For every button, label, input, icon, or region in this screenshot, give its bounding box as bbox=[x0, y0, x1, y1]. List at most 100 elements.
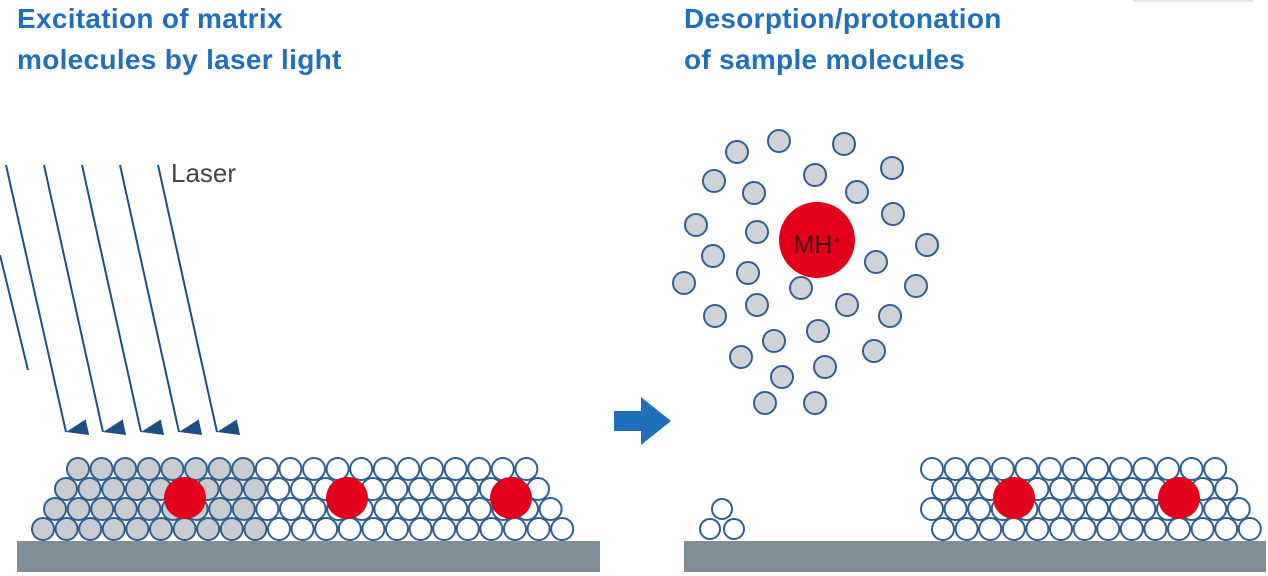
matrix-molecule bbox=[467, 497, 492, 521]
matrix-molecule bbox=[1167, 517, 1191, 541]
desorbed-matrix-molecule bbox=[729, 345, 753, 369]
excited-matrix-molecule bbox=[219, 517, 244, 541]
matrix-molecule bbox=[278, 457, 303, 481]
laser-beam bbox=[0, 254, 29, 371]
excited-matrix-molecule bbox=[101, 477, 126, 501]
matrix-molecule bbox=[1049, 477, 1073, 501]
matrix-molecule bbox=[1214, 477, 1239, 501]
matrix-molecule bbox=[538, 497, 563, 521]
left-title-line-1: Excitation of matrix bbox=[17, 3, 283, 34]
matrix-molecule bbox=[943, 497, 968, 521]
desorbed-matrix-molecule bbox=[745, 293, 769, 317]
desorbed-matrix-molecule bbox=[770, 365, 794, 389]
matrix-molecule bbox=[372, 457, 397, 481]
analyte-molecule bbox=[993, 477, 1035, 519]
protonated-analyte-ion bbox=[779, 202, 855, 278]
matrix-molecule bbox=[349, 457, 374, 481]
excited-matrix-molecule bbox=[89, 457, 114, 481]
matrix-molecule bbox=[1038, 497, 1062, 521]
matrix-molecule bbox=[1119, 517, 1144, 541]
matrix-molecule bbox=[443, 457, 468, 481]
matrix-molecule bbox=[325, 457, 350, 481]
excited-matrix-molecule bbox=[172, 517, 197, 541]
excited-matrix-molecule bbox=[125, 517, 150, 541]
excited-matrix-molecule bbox=[54, 477, 78, 501]
sample-plate-right bbox=[684, 541, 1266, 572]
excited-matrix-molecule bbox=[184, 457, 208, 481]
laser-beam bbox=[5, 164, 90, 435]
matrix-molecule bbox=[967, 497, 992, 521]
excited-matrix-molecule bbox=[208, 497, 233, 521]
matrix-molecule bbox=[1119, 477, 1144, 501]
matrix-molecule bbox=[920, 497, 944, 521]
excited-matrix-molecule bbox=[207, 457, 232, 481]
excited-matrix-molecule bbox=[77, 477, 102, 501]
matrix-molecule bbox=[1179, 457, 1204, 481]
desorbed-matrix-molecule bbox=[862, 339, 886, 363]
matrix-molecule bbox=[1108, 497, 1133, 521]
matrix-molecule bbox=[1156, 457, 1180, 481]
sample-plate-left bbox=[17, 541, 600, 572]
laser-beam bbox=[43, 164, 127, 436]
matrix-molecule bbox=[514, 457, 539, 481]
matrix-molecule bbox=[385, 517, 409, 541]
matrix-molecule bbox=[1096, 477, 1121, 501]
ion-label-text: MH bbox=[793, 231, 833, 259]
desorbed-matrix-molecule bbox=[789, 276, 813, 300]
matrix-molecule bbox=[397, 497, 421, 521]
matrix-molecule bbox=[1001, 517, 1026, 541]
right-panel-title: Desorption/protonation of sample molecul… bbox=[684, 0, 1002, 80]
matrix-molecule bbox=[279, 497, 303, 521]
excited-matrix-molecule bbox=[90, 497, 115, 521]
desorbed-matrix-molecule bbox=[803, 163, 827, 187]
desorbed-matrix-molecule bbox=[742, 181, 766, 205]
matrix-molecule bbox=[267, 517, 291, 541]
desorbed-matrix-molecule bbox=[803, 391, 827, 415]
analyte-molecule bbox=[490, 477, 532, 519]
matrix-molecule bbox=[1214, 517, 1239, 541]
matrix-molecule bbox=[1096, 517, 1121, 541]
matrix-residue-pile bbox=[699, 498, 745, 540]
matrix-molecule bbox=[408, 477, 432, 501]
matrix-molecule bbox=[1072, 477, 1097, 501]
matrix-molecule bbox=[384, 477, 409, 501]
excited-matrix-molecule bbox=[136, 457, 161, 481]
matrix-molecule bbox=[254, 457, 279, 481]
excited-matrix-molecule bbox=[231, 497, 256, 521]
excited-matrix-molecule bbox=[160, 457, 185, 481]
desorbed-matrix-molecule bbox=[813, 355, 837, 379]
matrix-molecule bbox=[1038, 457, 1062, 481]
matrix-molecule bbox=[266, 477, 291, 501]
matrix-molecule bbox=[954, 517, 979, 541]
matrix-molecule bbox=[1203, 457, 1228, 481]
matrix-molecule bbox=[455, 477, 480, 501]
excited-matrix-molecule bbox=[66, 457, 90, 481]
matrix-molecule bbox=[302, 497, 327, 521]
desorbed-matrix-molecule bbox=[904, 274, 928, 298]
matrix-molecule bbox=[1108, 457, 1133, 481]
desorbed-matrix-plume bbox=[672, 129, 939, 415]
matrix-molecule bbox=[1132, 457, 1157, 481]
matrix-molecule bbox=[1226, 497, 1251, 521]
left-title-line-2: molecules by laser light bbox=[17, 44, 342, 75]
matrix-molecule bbox=[431, 477, 456, 501]
excited-matrix-molecule bbox=[54, 517, 79, 541]
matrix-molecule bbox=[931, 477, 955, 501]
excited-matrix-molecule bbox=[113, 457, 138, 481]
matrix-molecule bbox=[920, 457, 944, 481]
analyte-molecule bbox=[326, 477, 368, 519]
matrix-molecule bbox=[255, 497, 280, 521]
arrow-right-icon bbox=[614, 397, 671, 445]
excited-matrix-molecule bbox=[242, 477, 267, 501]
desorbed-matrix-molecule bbox=[832, 132, 856, 156]
matrix-molecule bbox=[408, 517, 433, 541]
desorbed-matrix-molecule bbox=[762, 329, 786, 353]
matrix-molecule bbox=[432, 517, 457, 541]
laser-beam bbox=[157, 164, 241, 436]
matrix-molecule bbox=[361, 517, 386, 541]
right-title-line-2: of sample molecules bbox=[684, 44, 966, 75]
ion-charge: + bbox=[833, 233, 841, 247]
desorbed-matrix-molecule bbox=[880, 156, 904, 180]
excited-matrix-molecule bbox=[43, 497, 67, 521]
laser-beam bbox=[119, 164, 203, 436]
